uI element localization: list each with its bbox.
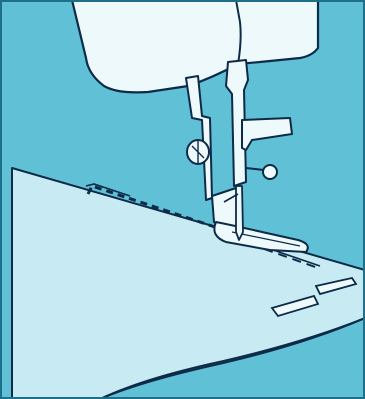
sewing-machine-illustration xyxy=(0,0,365,399)
sewing-illustration xyxy=(0,0,365,399)
